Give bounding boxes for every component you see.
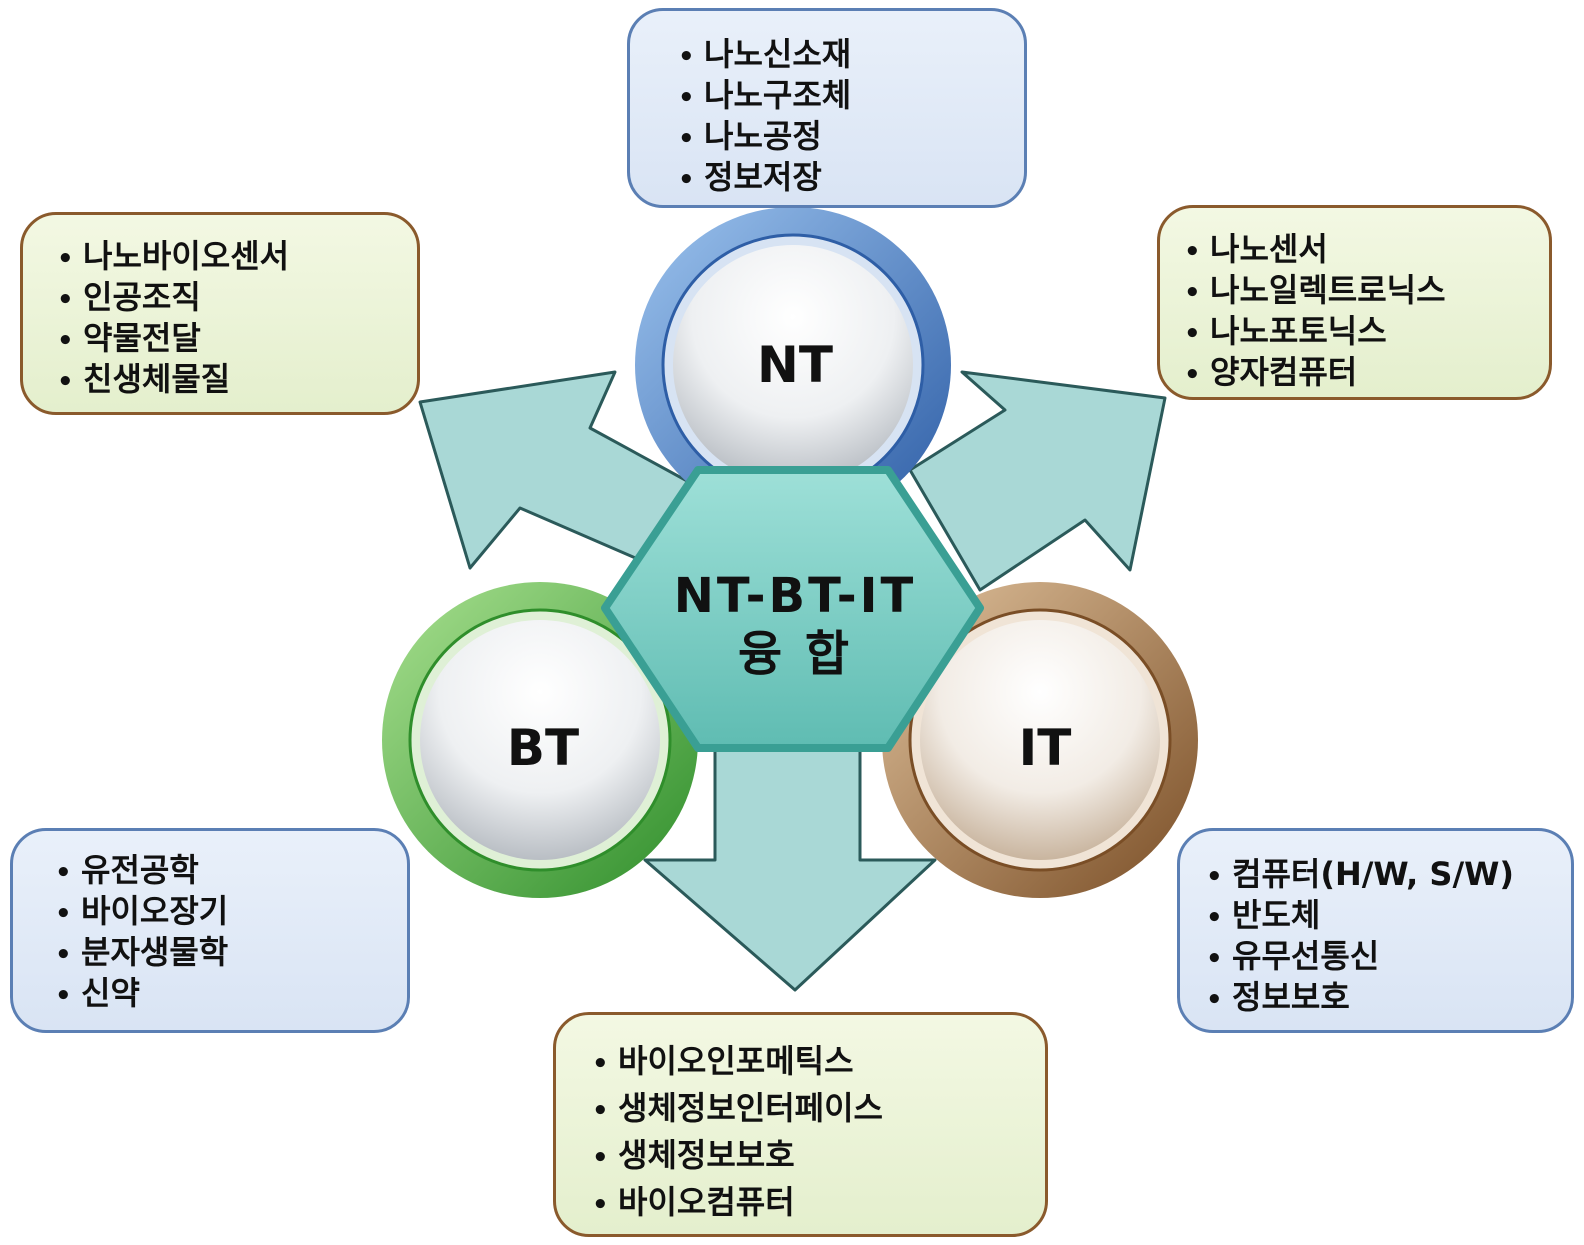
list-item: 바이오장기 <box>55 892 407 933</box>
list-item: 나노신소재 <box>678 35 1024 76</box>
arrow-up-right <box>908 370 1167 592</box>
box-nt-it: 나노센서 나노일렉트로닉스 나노포토닉스 양자컴퓨터 <box>1157 205 1552 400</box>
list-item: 바이오컴퓨터 <box>592 1180 1045 1227</box>
box-it: 컴퓨터(H/W, S/W) 반도체 유무선통신 정보보호 <box>1177 828 1574 1033</box>
list-item: 인공조직 <box>57 278 417 319</box>
node-it-label: IT <box>1019 719 1072 777</box>
node-bt-label: BT <box>507 719 579 777</box>
list-item: 정보저장 <box>678 158 1024 199</box>
node-nt-label: NT <box>757 336 833 394</box>
list-item: 나노공정 <box>678 117 1024 158</box>
box-nt-it-list: 나노센서 나노일렉트로닉스 나노포토닉스 양자컴퓨터 <box>1184 230 1549 394</box>
node-bt: BT <box>382 582 698 898</box>
box-nt-list: 나노신소재 나노구조체 나노공정 정보저장 <box>678 35 1024 199</box>
list-item: 나노구조체 <box>678 76 1024 117</box>
list-item: 유무선통신 <box>1206 937 1571 978</box>
list-item: 생체정보인터페이스 <box>592 1086 1045 1133</box>
box-nt-bt: 나노바이오센서 인공조직 약물전달 친생체물질 <box>20 212 420 415</box>
list-item: 나노센서 <box>1184 230 1549 271</box>
node-it: IT <box>882 582 1198 898</box>
box-bt-list: 유전공학 바이오장기 분자생물학 신약 <box>55 851 407 1015</box>
list-item: 나노바이오센서 <box>57 237 417 278</box>
list-item: 유전공학 <box>55 851 407 892</box>
list-item: 바이오인포메틱스 <box>592 1039 1045 1086</box>
box-bt-it-list: 바이오인포메틱스 생체정보인터페이스 생체정보보호 바이오컴퓨터 <box>592 1039 1045 1227</box>
list-item: 정보보호 <box>1206 978 1571 1019</box>
box-bt-it: 바이오인포메틱스 생체정보인터페이스 생체정보보호 바이오컴퓨터 <box>553 1012 1048 1237</box>
list-item: 생체정보보호 <box>592 1133 1045 1180</box>
arrow-up-left <box>418 370 702 570</box>
list-item: 친생체물질 <box>57 360 417 401</box>
node-nt: NT <box>635 207 951 523</box>
list-item: 신약 <box>55 974 407 1015</box>
center-subtitle: 융 합 <box>738 626 852 682</box>
list-item: 약물전달 <box>57 319 417 360</box>
list-item: 양자컴퓨터 <box>1184 353 1549 394</box>
list-item: 나노일렉트로닉스 <box>1184 271 1549 312</box>
center-title: NT-BT-IT <box>674 568 917 624</box>
box-nt: 나노신소재 나노구조체 나노공정 정보저장 <box>627 8 1027 208</box>
list-item: 나노포토닉스 <box>1184 312 1549 353</box>
box-nt-bt-list: 나노바이오센서 인공조직 약물전달 친생체물질 <box>57 237 417 401</box>
center-hexagon: NT-BT-IT 융 합 <box>601 466 984 752</box>
list-item: 컴퓨터(H/W, S/W) <box>1206 855 1571 896</box>
box-bt: 유전공학 바이오장기 분자생물학 신약 <box>10 828 410 1033</box>
box-it-list: 컴퓨터(H/W, S/W) 반도체 유무선통신 정보보호 <box>1206 855 1571 1019</box>
list-item: 반도체 <box>1206 896 1571 937</box>
list-item: 분자생물학 <box>55 933 407 974</box>
arrow-down <box>643 743 937 992</box>
